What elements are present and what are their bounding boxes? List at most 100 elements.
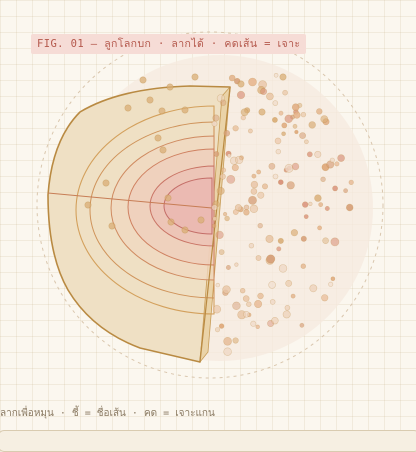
particle bbox=[291, 162, 300, 171]
particle bbox=[266, 92, 274, 101]
particle bbox=[269, 299, 276, 305]
particle bbox=[250, 320, 257, 327]
particle bbox=[268, 281, 276, 289]
particle bbox=[213, 151, 220, 157]
particle bbox=[255, 255, 262, 261]
particle bbox=[265, 234, 274, 243]
particle bbox=[211, 223, 217, 229]
particle bbox=[215, 282, 221, 288]
particle bbox=[228, 74, 236, 82]
particle bbox=[314, 194, 322, 202]
particle bbox=[218, 249, 225, 255]
particle bbox=[223, 129, 231, 137]
particle bbox=[300, 235, 307, 242]
particle bbox=[299, 132, 306, 139]
particle bbox=[234, 204, 242, 212]
particle bbox=[197, 216, 205, 224]
particle bbox=[317, 225, 322, 231]
particle bbox=[247, 128, 253, 134]
particle bbox=[268, 162, 276, 170]
particle bbox=[281, 122, 288, 129]
particle bbox=[154, 134, 162, 142]
globe-diagram[interactable] bbox=[0, 0, 416, 440]
particle bbox=[286, 181, 295, 190]
particle bbox=[215, 230, 224, 239]
particle bbox=[249, 204, 259, 214]
particle bbox=[300, 263, 306, 269]
particle bbox=[102, 179, 110, 187]
particle bbox=[348, 179, 354, 185]
particle bbox=[273, 73, 279, 78]
particle bbox=[308, 121, 316, 129]
particle bbox=[240, 288, 246, 294]
layer-ring-1 bbox=[75, 105, 215, 315]
particle bbox=[227, 153, 232, 158]
particle bbox=[271, 317, 279, 325]
particle bbox=[248, 195, 257, 205]
particle bbox=[329, 157, 335, 163]
bottom-panel bbox=[0, 430, 416, 452]
particle bbox=[300, 111, 307, 118]
particle bbox=[346, 203, 354, 212]
particle bbox=[124, 104, 132, 112]
particle bbox=[320, 115, 329, 123]
particle bbox=[219, 99, 227, 106]
globe-outer-dashed-circle bbox=[36, 31, 384, 379]
particle bbox=[291, 103, 300, 111]
particle bbox=[254, 299, 263, 308]
particle bbox=[271, 117, 278, 123]
particle bbox=[284, 114, 293, 124]
particle bbox=[251, 173, 257, 179]
particle bbox=[309, 284, 318, 293]
particle bbox=[166, 83, 174, 91]
particle bbox=[224, 215, 230, 222]
particle bbox=[181, 226, 189, 234]
particle bbox=[234, 262, 239, 267]
particle bbox=[321, 294, 329, 302]
particle bbox=[318, 202, 324, 207]
particle bbox=[246, 301, 252, 307]
particle bbox=[261, 183, 268, 190]
particle bbox=[191, 73, 199, 81]
particle bbox=[212, 114, 220, 122]
particle bbox=[299, 322, 305, 328]
particle bbox=[285, 279, 293, 287]
particle bbox=[164, 194, 172, 202]
particle bbox=[211, 204, 218, 211]
particle bbox=[108, 222, 116, 230]
particle bbox=[257, 191, 265, 199]
particle bbox=[84, 201, 92, 209]
particle bbox=[248, 77, 257, 87]
interaction-hint: ลากเพื่อหมุน · ชี้ = ชื่อเส้น · คด = เจา… bbox=[0, 408, 215, 419]
particle bbox=[243, 209, 250, 216]
particle bbox=[306, 151, 313, 158]
particle bbox=[303, 214, 309, 219]
particle bbox=[215, 327, 221, 333]
particle bbox=[308, 201, 313, 206]
particle bbox=[226, 174, 236, 184]
particle bbox=[159, 146, 167, 154]
particle-field bbox=[84, 73, 354, 356]
particle bbox=[146, 96, 154, 104]
particle bbox=[304, 139, 309, 145]
particle bbox=[216, 186, 225, 195]
particle bbox=[282, 310, 291, 319]
particle bbox=[324, 206, 330, 212]
particle bbox=[330, 237, 340, 247]
particle bbox=[292, 123, 298, 129]
particle bbox=[320, 176, 326, 183]
particle bbox=[223, 347, 232, 356]
particle bbox=[276, 246, 282, 252]
particle bbox=[277, 237, 284, 244]
particle bbox=[258, 108, 266, 116]
particle bbox=[218, 323, 225, 329]
particle bbox=[272, 173, 279, 180]
particle bbox=[290, 229, 299, 237]
particle bbox=[332, 185, 338, 192]
equator-line bbox=[47, 192, 213, 209]
particle bbox=[139, 76, 147, 84]
particle bbox=[221, 167, 227, 173]
particle bbox=[216, 94, 225, 103]
particle bbox=[277, 179, 284, 185]
particle bbox=[256, 169, 262, 175]
